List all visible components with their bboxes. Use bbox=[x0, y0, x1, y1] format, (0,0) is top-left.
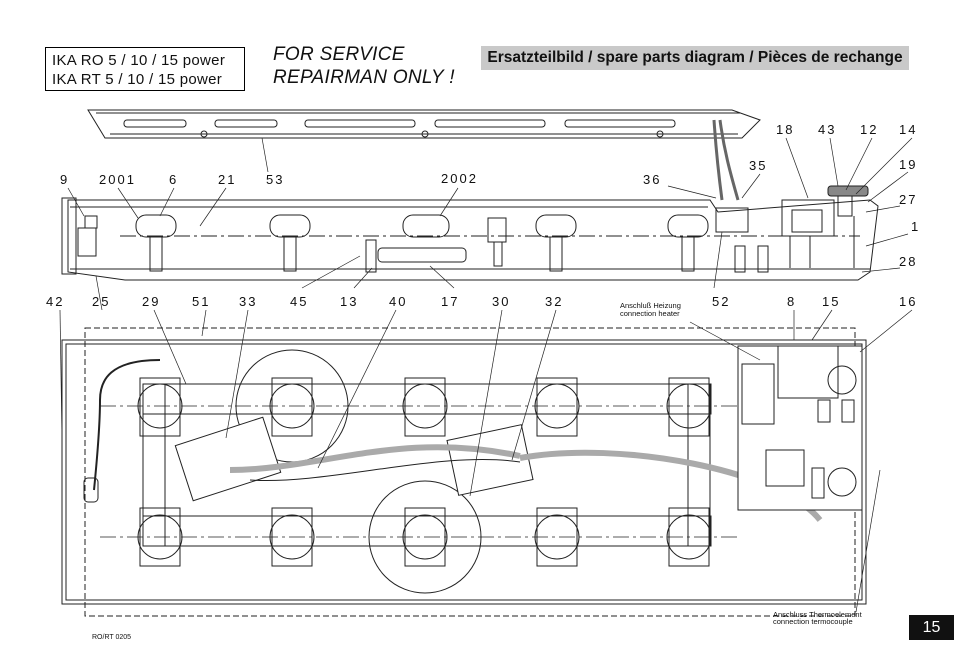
part-label-30: 30 bbox=[492, 294, 511, 309]
part-label-2001: 2001 bbox=[99, 172, 136, 187]
part-label-52: 52 bbox=[712, 294, 731, 309]
top-cover bbox=[87, 109, 761, 139]
thermo-note-de: Anschluss Thermoelement bbox=[773, 610, 862, 619]
part-label-35: 35 bbox=[749, 158, 768, 173]
part-label-27: 27 bbox=[899, 192, 918, 207]
leader-lines bbox=[59, 137, 913, 613]
part-label-19: 19 bbox=[899, 157, 918, 172]
part-label-8: 8 bbox=[787, 294, 797, 309]
heater-discs-side bbox=[135, 214, 709, 272]
part-label-43: 43 bbox=[818, 122, 837, 137]
part-label-53: 53 bbox=[266, 172, 285, 187]
part-label-2002: 2002 bbox=[441, 171, 478, 186]
heater-note-en: connection heater bbox=[620, 309, 680, 318]
part-label-32: 32 bbox=[545, 294, 564, 309]
heater-row-top bbox=[137, 377, 712, 437]
part-label-13: 13 bbox=[340, 294, 359, 309]
model-line-rt: IKA RT 5 / 10 / 15 power bbox=[52, 71, 223, 88]
part-label-40: 40 bbox=[389, 294, 408, 309]
model-line-ro: IKA RO 5 / 10 / 15 power bbox=[52, 52, 226, 69]
part-label-42: 42 bbox=[46, 294, 65, 309]
page-number: 15 bbox=[909, 615, 954, 640]
part-label-14: 14 bbox=[899, 122, 918, 137]
part-label-1: 1 bbox=[911, 219, 921, 234]
part-label-15: 15 bbox=[822, 294, 841, 309]
part-label-28: 28 bbox=[899, 254, 918, 269]
part-label-18: 18 bbox=[776, 122, 795, 137]
service-warning: FOR SERVICE REPAIRMAN ONLY ! bbox=[273, 43, 455, 89]
part-label-21: 21 bbox=[218, 172, 237, 187]
side-view bbox=[61, 119, 879, 281]
service-line-1: FOR SERVICE bbox=[273, 44, 405, 65]
diagram-title: Ersatzteilbild / spare parts diagram / P… bbox=[481, 46, 909, 70]
heater-note-de: Anschluß Heizung bbox=[620, 301, 681, 310]
part-label-33: 33 bbox=[239, 294, 258, 309]
thermo-note-en: connection termocouple bbox=[773, 617, 853, 626]
part-label-29: 29 bbox=[142, 294, 161, 309]
part-label-6: 6 bbox=[169, 172, 179, 187]
part-label-12: 12 bbox=[860, 122, 879, 137]
service-line-2: REPAIRMAN ONLY ! bbox=[273, 67, 455, 88]
model-box: IKA RO 5 / 10 / 15 power IKA RT 5 / 10 /… bbox=[45, 47, 245, 91]
plan-view bbox=[61, 327, 867, 617]
part-label-36: 36 bbox=[643, 172, 662, 187]
part-label-51: 51 bbox=[192, 294, 211, 309]
part-label-17: 17 bbox=[441, 294, 460, 309]
part-label-9: 9 bbox=[60, 172, 70, 187]
doc-code: RO/RT 0205 bbox=[92, 634, 132, 641]
part-label-16: 16 bbox=[899, 294, 918, 309]
part-label-25: 25 bbox=[92, 294, 111, 309]
part-label-45: 45 bbox=[290, 294, 309, 309]
